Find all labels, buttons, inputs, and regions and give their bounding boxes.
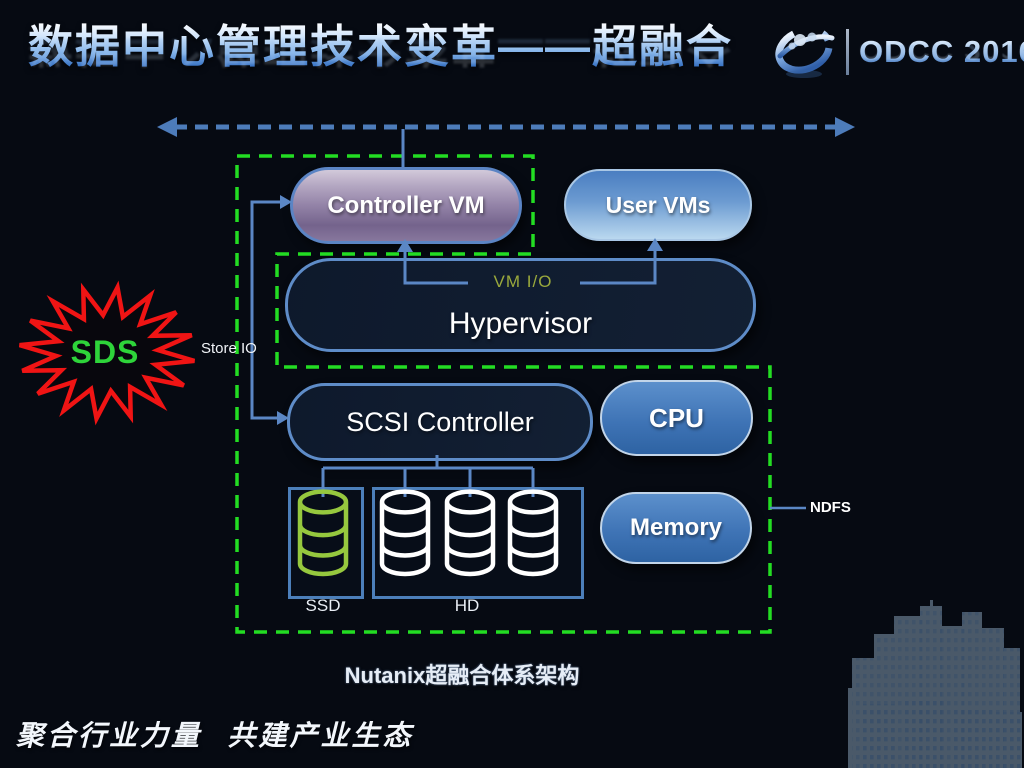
- diagram-caption: Nutanix超融合体系架构: [344, 663, 580, 688]
- memory-box: Memory: [600, 492, 752, 564]
- user-vms-box: User VMs: [564, 169, 752, 241]
- cpu-label: CPU: [649, 402, 704, 433]
- footer-slogan: 聚合行业力量 共建产业生态: [16, 719, 414, 752]
- city-skyline: [848, 600, 1022, 768]
- hd-enclosure-box: [372, 487, 584, 599]
- hypervisor-label: Hypervisor: [448, 307, 593, 340]
- logo-block: ODCC 2016 ODCC 2016: [770, 22, 1024, 82]
- logo-divider: [846, 29, 849, 75]
- user-vms-label: User VMs: [605, 191, 711, 218]
- scsi-controller-label: SCSI Controller: [346, 406, 534, 437]
- memory-label: Memory: [629, 514, 723, 541]
- hd-label: HD: [454, 596, 480, 615]
- ssd-enclosure-box: [288, 487, 364, 599]
- ssd-label: SSD: [305, 596, 341, 615]
- controller-vm-label: Controller VM: [327, 191, 485, 219]
- odcc-logo-text: ODCC 2016: [859, 34, 1024, 70]
- network-bus-arrow: [157, 117, 855, 137]
- page-title: 数据中心管理技术变革——超融合: [28, 21, 734, 72]
- controller-vm-box: Controller VM: [290, 167, 522, 244]
- odcc-logo-reflection: ODCC 2016: [859, 45, 1024, 67]
- header: 数据中心管理技术变革——超融合 数据中心管理技术变革——超融合: [28, 22, 733, 72]
- ndfs-label: NDFS: [810, 499, 851, 516]
- store-io-label: Store IO: [201, 340, 257, 357]
- vm-io-label: VM I/O: [493, 272, 553, 291]
- cpu-box: CPU: [600, 380, 753, 456]
- odcc-logo-icon: [775, 26, 835, 78]
- scsi-controller-box: SCSI Controller: [287, 383, 593, 461]
- sds-label: SDS: [70, 334, 140, 370]
